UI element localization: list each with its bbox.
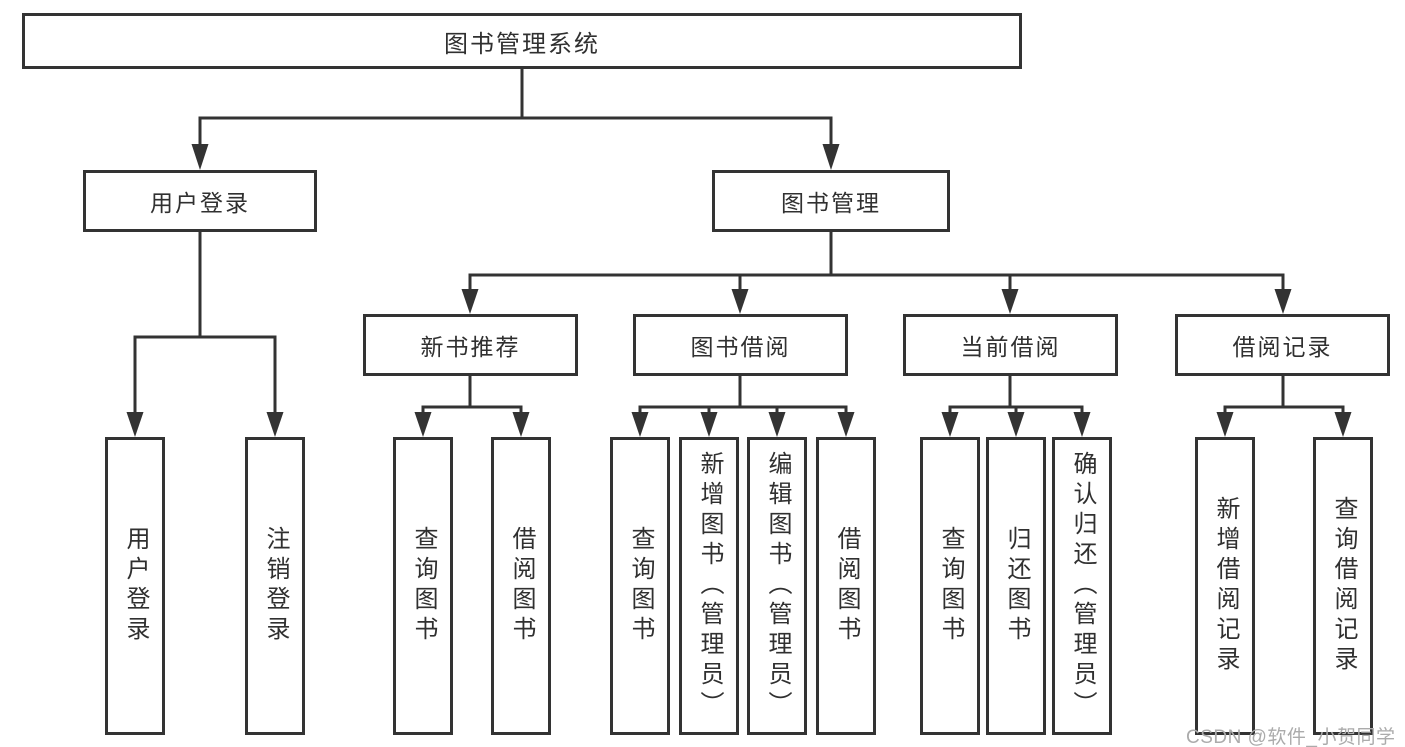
watermark: CSDN @软件_小贺同学 bbox=[1186, 727, 1396, 747]
arrowhead bbox=[700, 412, 718, 437]
connector-newbook-leaves bbox=[421, 376, 523, 414]
arrowhead bbox=[1216, 412, 1234, 437]
leaf-borrow-books-recommend: 借阅图书 bbox=[491, 437, 551, 735]
leaf-label: 新增图书（管理员） bbox=[696, 451, 723, 721]
connector-current-leaves bbox=[948, 376, 1084, 414]
node-current-borrowing: 当前借阅 bbox=[903, 314, 1118, 376]
leaf-label: 用户登录 bbox=[122, 526, 149, 646]
leaf-return-books: 归还图书 bbox=[986, 437, 1046, 735]
leaf-label: 查询借阅记录 bbox=[1330, 496, 1357, 676]
leaf-borrow-books: 借阅图书 bbox=[816, 437, 876, 735]
arrowhead bbox=[1001, 289, 1019, 314]
arrowhead bbox=[837, 412, 855, 437]
connector-userlogin-leaves bbox=[133, 232, 277, 414]
arrowhead bbox=[1334, 412, 1352, 437]
leaf-label: 借阅图书 bbox=[833, 526, 860, 646]
leaf-label: 查询图书 bbox=[937, 526, 964, 646]
leaf-add-books-admin: 新增图书（管理员） bbox=[679, 437, 739, 735]
leaf-label: 借阅图书 bbox=[508, 526, 535, 646]
arrowhead bbox=[631, 412, 649, 437]
arrowhead bbox=[768, 412, 786, 437]
node-label: 当前借阅 bbox=[960, 334, 1061, 360]
leaf-query-books-recommend: 查询图书 bbox=[393, 437, 453, 735]
arrowhead bbox=[1007, 412, 1025, 437]
connector-records-leaves bbox=[1223, 376, 1345, 414]
node-user-login: 用户登录 bbox=[83, 170, 317, 232]
arrowhead bbox=[461, 289, 479, 314]
node-label: 图书借阅 bbox=[690, 334, 791, 360]
node-borrowing-records: 借阅记录 bbox=[1175, 314, 1390, 376]
leaf-label: 查询图书 bbox=[627, 526, 654, 646]
node-book-management: 图书管理 bbox=[712, 170, 950, 232]
arrowhead bbox=[266, 412, 284, 437]
leaf-label: 查询图书 bbox=[410, 526, 437, 646]
arrowhead bbox=[941, 412, 959, 437]
leaf-user-login: 用户登录 bbox=[105, 437, 165, 735]
node-label: 图书管理 bbox=[781, 190, 881, 216]
node-root-library-system: 图书管理系统 bbox=[22, 13, 1022, 69]
arrowhead bbox=[191, 144, 209, 170]
node-book-borrowing: 图书借阅 bbox=[633, 314, 848, 376]
connector-root-level1 bbox=[198, 69, 833, 146]
node-new-book-recommendation: 新书推荐 bbox=[363, 314, 578, 376]
arrowhead bbox=[822, 144, 840, 170]
arrowhead bbox=[1073, 412, 1091, 437]
leaf-query-books-current: 查询图书 bbox=[920, 437, 980, 735]
node-label: 新书推荐 bbox=[420, 334, 521, 360]
leaf-label: 编辑图书（管理员） bbox=[764, 451, 791, 721]
leaf-label: 注销登录 bbox=[262, 526, 289, 646]
connector-bookmgmt-level2 bbox=[468, 232, 1285, 291]
arrowhead bbox=[126, 412, 144, 437]
node-label: 借阅记录 bbox=[1232, 334, 1333, 360]
node-label: 图书管理系统 bbox=[444, 30, 600, 58]
arrowhead bbox=[731, 289, 749, 314]
arrowhead bbox=[414, 412, 432, 437]
leaf-add-borrow-record: 新增借阅记录 bbox=[1195, 437, 1255, 735]
leaf-query-borrow-record: 查询借阅记录 bbox=[1313, 437, 1373, 735]
node-label: 用户登录 bbox=[150, 190, 250, 216]
leaf-edit-books-admin: 编辑图书（管理员） bbox=[747, 437, 807, 735]
leaf-label: 归还图书 bbox=[1003, 526, 1030, 646]
arrowhead bbox=[1274, 289, 1292, 314]
arrowhead bbox=[512, 412, 530, 437]
leaf-query-books-borrowing: 查询图书 bbox=[610, 437, 670, 735]
leaf-label: 新增借阅记录 bbox=[1212, 496, 1239, 676]
connector-borrowing-leaves bbox=[638, 376, 848, 414]
leaf-confirm-return-admin: 确认归还（管理员） bbox=[1052, 437, 1112, 735]
leaf-logout: 注销登录 bbox=[245, 437, 305, 735]
leaf-label: 确认归还（管理员） bbox=[1069, 451, 1096, 721]
